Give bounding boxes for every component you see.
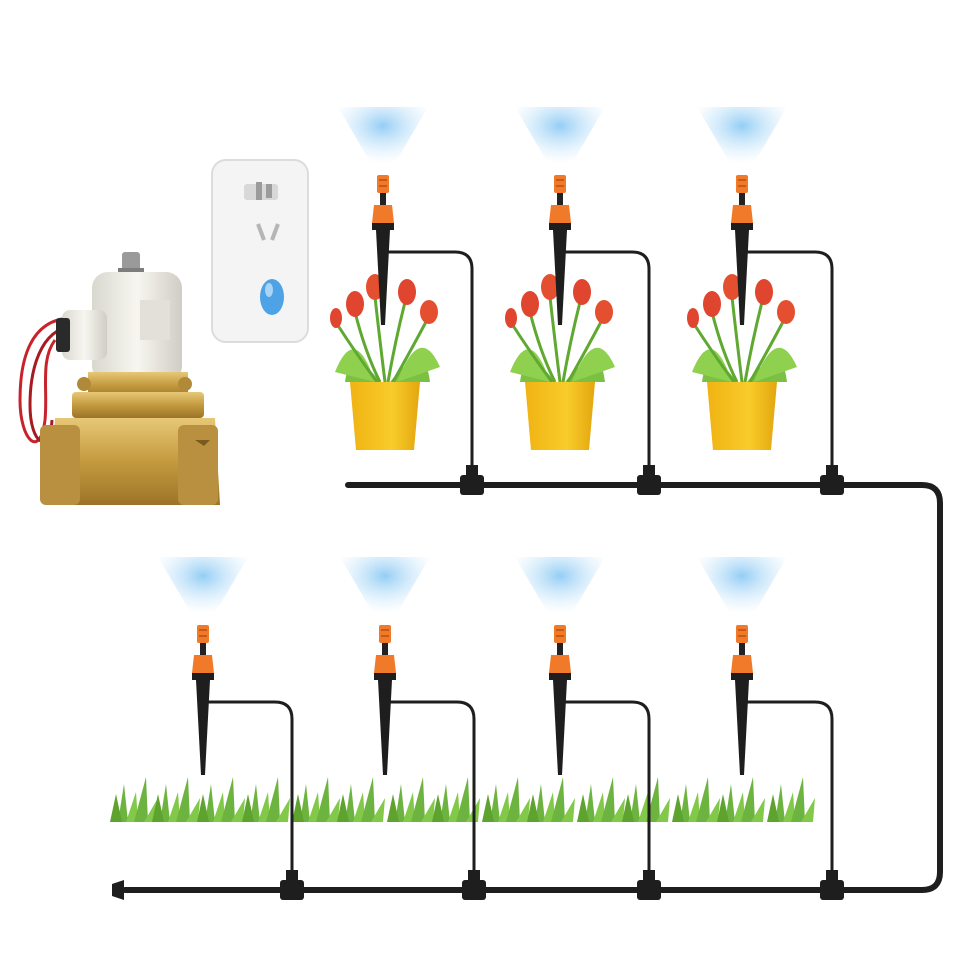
- tee-fitting: [637, 870, 661, 900]
- tee-fitting: [280, 870, 304, 900]
- sprinkler-stake-icon: [158, 557, 248, 775]
- bottom-row: [110, 557, 844, 900]
- tee-fitting: [637, 465, 661, 495]
- tee-fitting: [460, 465, 484, 495]
- smart-plug-icon: [211, 159, 309, 343]
- top-row: [328, 107, 844, 495]
- sprinkler-stake-icon: [515, 557, 605, 775]
- sprinkler-stake-icon: [697, 557, 787, 775]
- tee-fitting: [820, 465, 844, 495]
- grass-icon: [110, 777, 815, 822]
- tee-fitting: [462, 870, 486, 900]
- tee-fitting: [820, 870, 844, 900]
- solenoid-valve-icon: [18, 252, 220, 505]
- main-hose: [122, 482, 943, 893]
- hose-end-plug: [112, 880, 124, 900]
- sprinkler-stake-icon: [340, 557, 430, 775]
